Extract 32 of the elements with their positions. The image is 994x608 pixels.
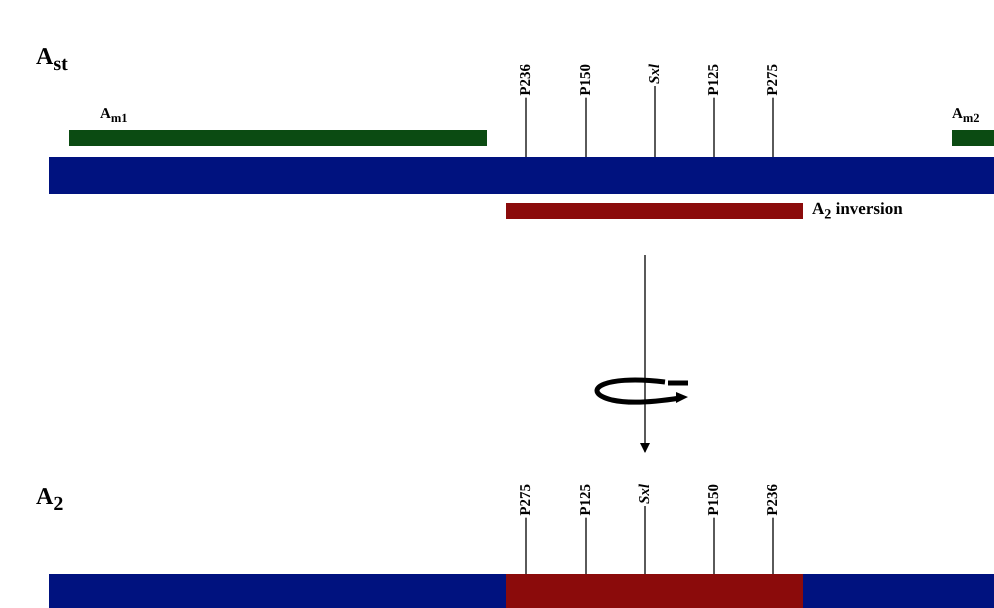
chromosome-bar: [49, 574, 994, 608]
marker-label: P236: [765, 484, 781, 516]
marker-label: P150: [706, 484, 722, 516]
marker-label: P236: [518, 64, 534, 96]
arrow: [640, 255, 650, 453]
marker-line: [713, 518, 715, 574]
region-label: A$_{2}$ inversion: [812, 199, 903, 224]
region-label: A$_{m2}$: [952, 106, 980, 126]
marker-line: [525, 98, 527, 157]
marker-label: P125: [578, 484, 594, 516]
region-bar: [69, 130, 487, 146]
region-label: A$_{m1}$: [100, 106, 128, 126]
marker-line: [772, 98, 774, 157]
chromosome-name: A$_{2}$: [36, 484, 64, 516]
chromosome-name: A$_{st}$: [36, 44, 68, 76]
marker-line: [525, 518, 527, 574]
marker-label: P275: [765, 64, 781, 96]
marker-label: Sxl: [637, 484, 653, 504]
chromosome-bar: [49, 157, 994, 194]
inversion-segment: [506, 574, 803, 608]
marker-line: [713, 98, 715, 157]
marker-line: [644, 506, 646, 574]
marker-line: [585, 98, 587, 157]
region-bar: [952, 130, 994, 146]
marker-label: P275: [518, 484, 534, 516]
inversion-bar: [506, 203, 803, 219]
marker-label: P150: [578, 64, 594, 96]
marker-line: [654, 86, 656, 157]
marker-line: [772, 518, 774, 574]
marker-label: Sxl: [647, 64, 663, 84]
marker-label: P125: [706, 64, 722, 96]
marker-line: [585, 518, 587, 574]
